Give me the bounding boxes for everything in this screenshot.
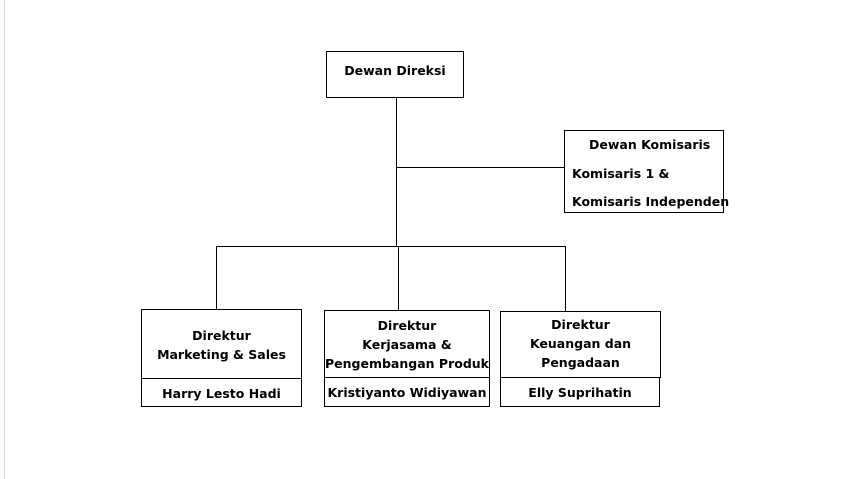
- director-name: Harry Lesto Hadi: [162, 386, 281, 401]
- director-partnership-name-box: Kristiyanto Widiyawan: [324, 377, 490, 407]
- director-title-line: Pengembangan Produk: [325, 356, 489, 371]
- board-of-directors-box: Dewan Direksi: [326, 51, 464, 98]
- director-partnership-box: Direktur Kerjasama & Pengembangan Produk: [324, 310, 490, 378]
- connector-trunk-lower: [398, 246, 399, 310]
- director-name: Kristiyanto Widiyawan: [327, 385, 487, 400]
- director-finance-box: Direktur Keuangan dan Pengadaan: [500, 311, 661, 378]
- board-of-commissioners-box: Dewan Komisaris Komisaris 1 & Komisaris …: [564, 130, 729, 213]
- connector-trunk-upper: [396, 97, 397, 247]
- director-title-line: Direktur: [551, 317, 610, 332]
- connector-to-komisaris: [397, 167, 564, 168]
- commissioner-line-2: Komisaris Independen: [572, 194, 730, 209]
- director-title-line: Pengadaan: [541, 355, 620, 370]
- board-of-commissioners-title: Dewan Komisaris: [589, 137, 711, 152]
- connector-horizontal-bus: [216, 246, 566, 247]
- connector-to-director-1: [216, 246, 217, 309]
- director-title-line: Keuangan dan: [529, 336, 632, 351]
- commissioner-line-1: Komisaris 1 &: [572, 166, 670, 181]
- director-title-line: Direktur: [192, 328, 251, 343]
- director-name: Elly Suprihatin: [528, 385, 632, 400]
- director-finance-name-box: Elly Suprihatin: [500, 377, 660, 407]
- connector-to-director-3: [565, 246, 566, 311]
- director-marketing-name-box: Harry Lesto Hadi: [141, 378, 302, 407]
- director-title-line: Marketing & Sales: [157, 347, 286, 362]
- page-left-border: [4, 0, 5, 479]
- director-title-line: Direktur: [377, 318, 437, 333]
- board-of-directors-title: Dewan Direksi: [344, 63, 446, 78]
- director-title-line: Kerjasama &: [362, 337, 452, 352]
- director-marketing-box: Direktur Marketing & Sales: [141, 309, 302, 379]
